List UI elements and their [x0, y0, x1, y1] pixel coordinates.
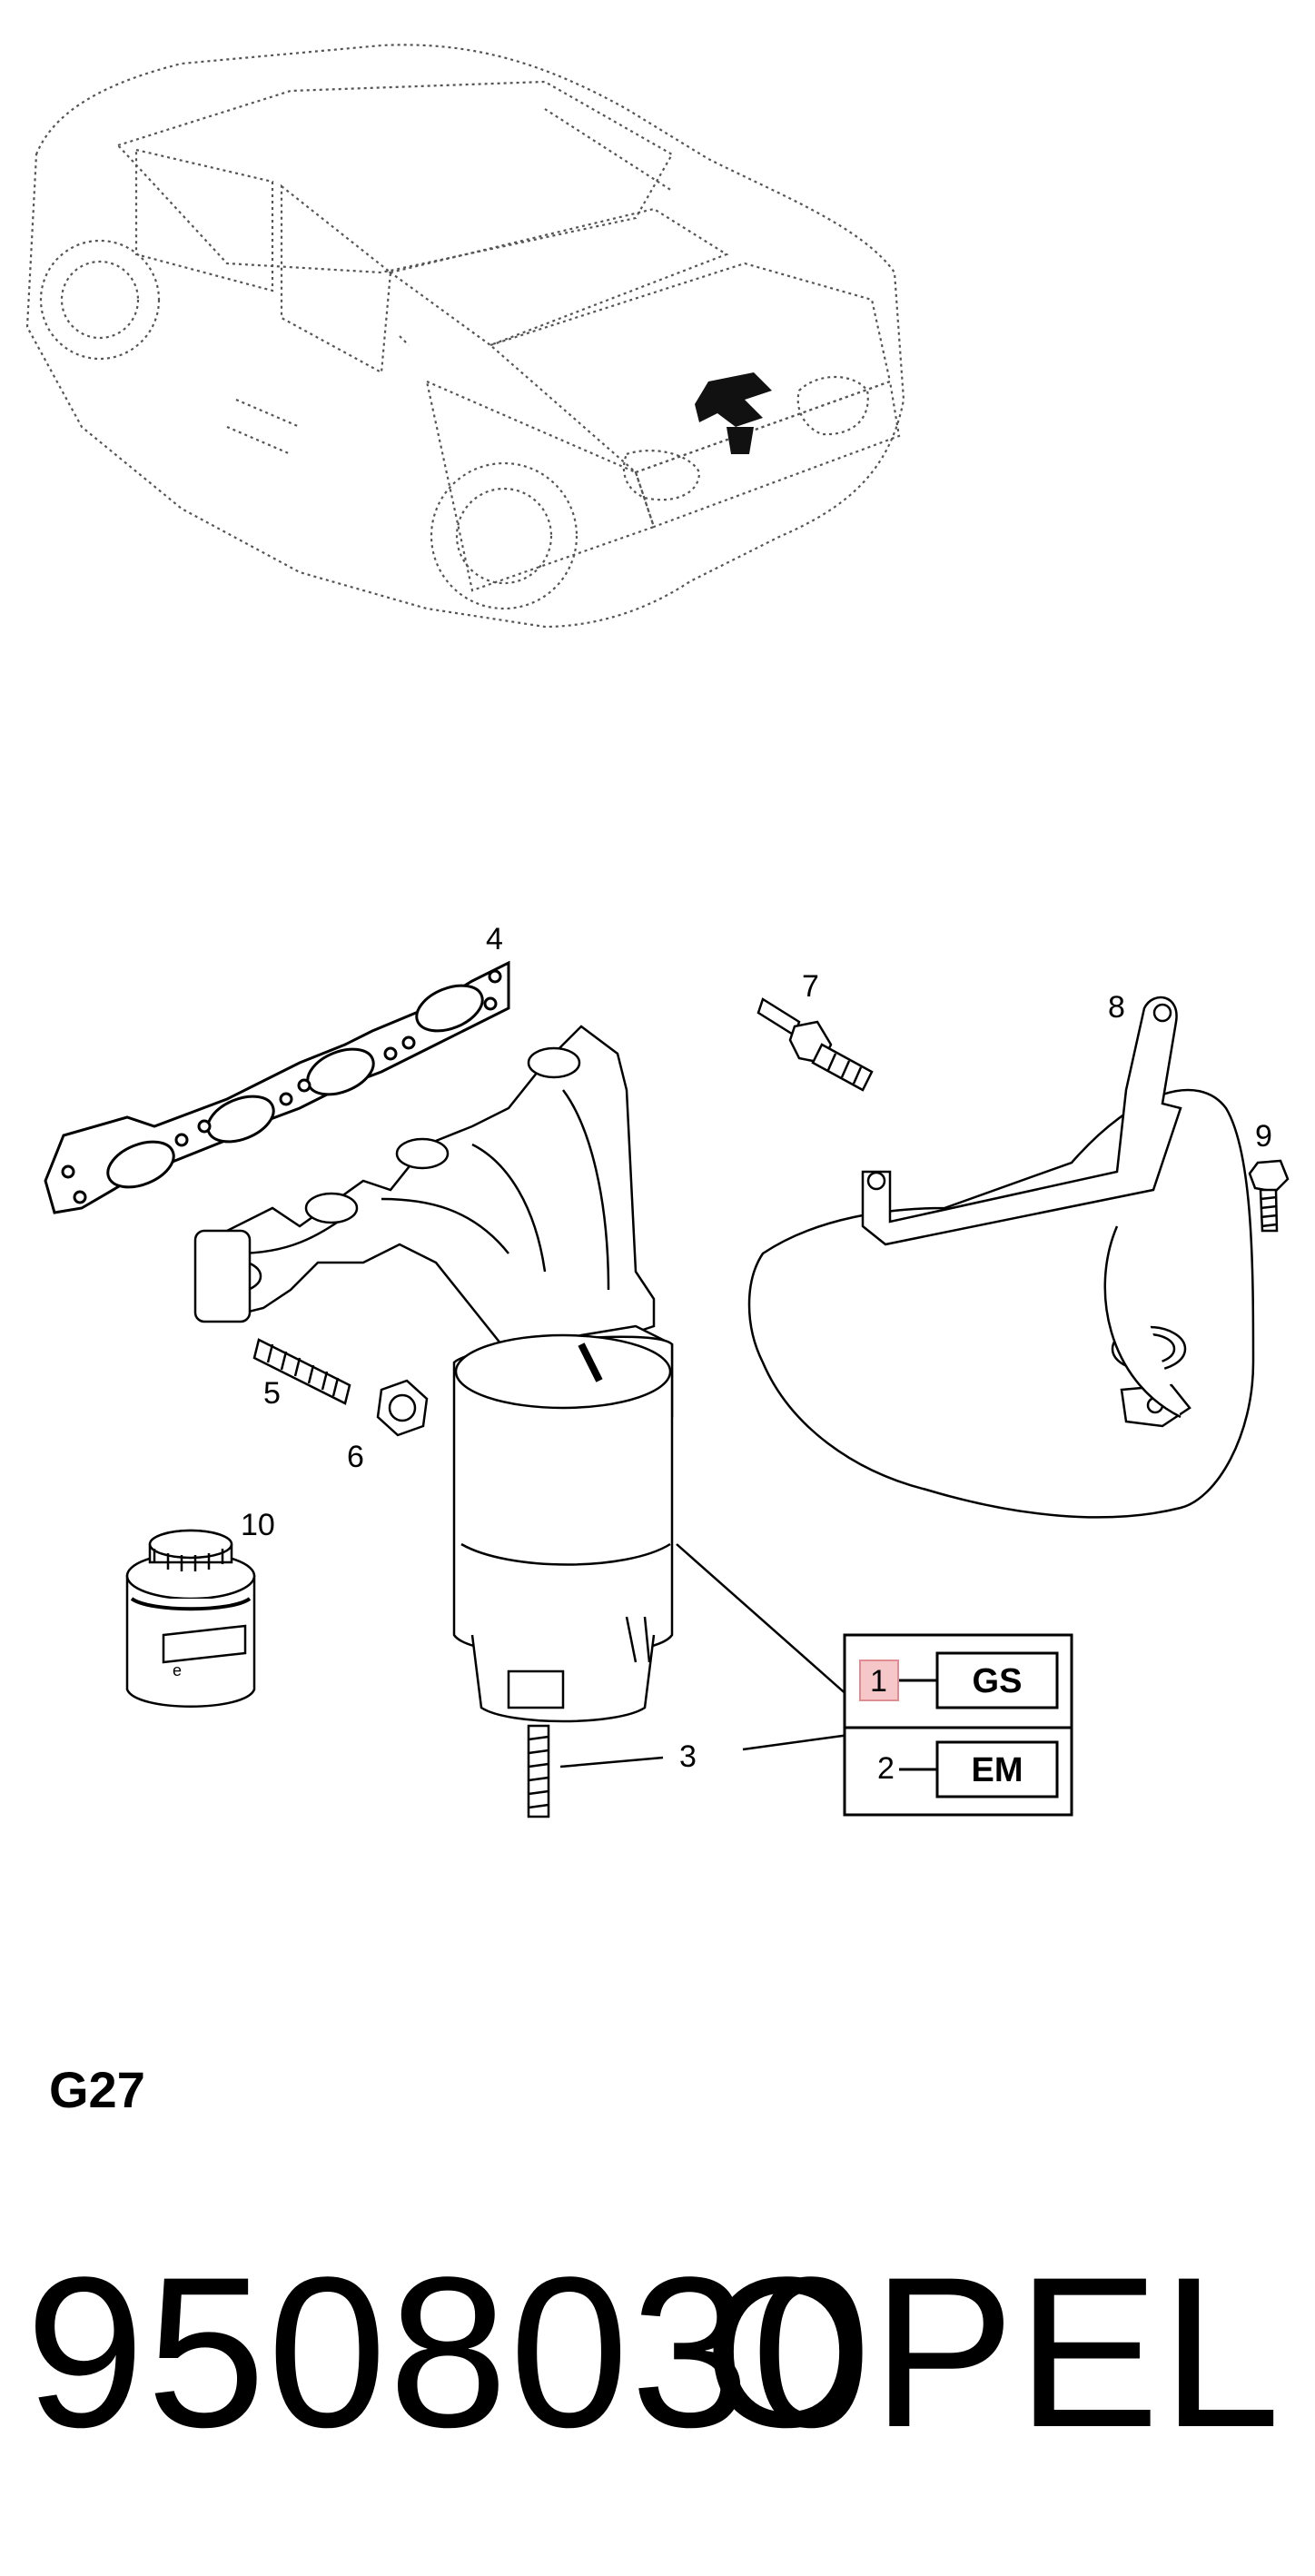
heat-shield-item-8: [747, 996, 1255, 1519]
stud-item-3: [527, 1724, 550, 1818]
car-overview-illustration: [25, 44, 905, 629]
callout-6: 6: [347, 1440, 364, 1474]
callout-7: 7: [802, 969, 819, 1004]
bolt-item-9: [1248, 1159, 1290, 1233]
variant-1-code: GS: [973, 1662, 1023, 1700]
callout-10: 10: [241, 1508, 275, 1542]
engine-location-marker: [695, 372, 772, 454]
manifold-gasket: [44, 960, 510, 1214]
variant-1-number-highlight: [859, 1660, 899, 1701]
svg-text:e: e: [173, 1661, 182, 1679]
callout-9: 9: [1255, 1119, 1272, 1154]
variant-2-number: 2: [877, 1751, 895, 1786]
callout-3: 3: [679, 1739, 697, 1774]
brand-name: OPEL: [703, 2233, 1282, 2472]
leader-lines: [559, 1543, 850, 1769]
compound-jar-item-10: e: [125, 1529, 256, 1708]
variant-1-number: 1: [870, 1664, 887, 1699]
callout-4: 4: [486, 922, 503, 956]
part-number: 9508030: [25, 2233, 873, 2472]
callout-numbers: 4 7 8 9 5 6 10 3: [241, 922, 1272, 1774]
section-code: G27: [49, 2061, 145, 2118]
variant-box: 1 GS 2 EM: [843, 1633, 1073, 1817]
variant-2-code: EM: [972, 1751, 1023, 1789]
exhaust-manifold-catalytic-converter: [193, 1025, 674, 1723]
stud-item-7: [756, 997, 874, 1092]
callout-8: 8: [1108, 990, 1125, 1025]
nut-item-6: [376, 1379, 429, 1437]
stud-item-5: [252, 1338, 351, 1405]
callout-5: 5: [263, 1376, 281, 1411]
